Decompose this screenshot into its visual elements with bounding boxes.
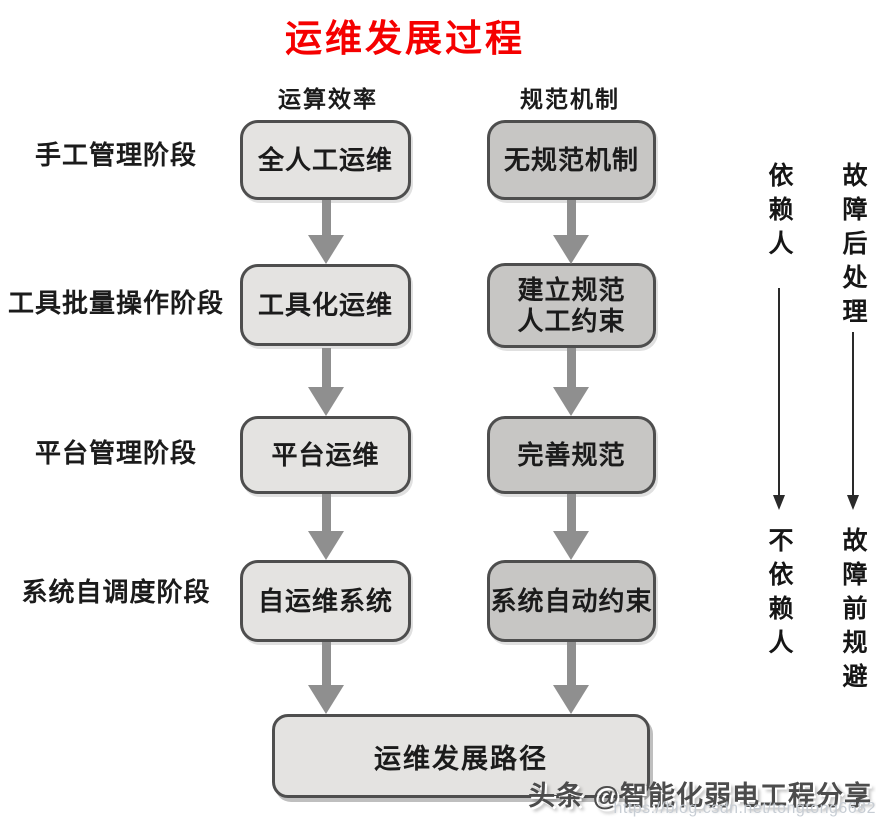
node-auto-constraint: 系统自动约束 (487, 560, 656, 642)
annotation-depends-on-people: 依赖人 (765, 162, 794, 264)
node-tooling-ops: 工具化运维 (240, 264, 411, 346)
diagram-title: 运维发展过程 (285, 18, 525, 59)
down-arrow-icon (553, 494, 589, 560)
annotation-pre-fault-avoidance: 故障前规避 (839, 527, 868, 697)
node-no-standard: 无规范机制 (487, 120, 656, 200)
thin-down-arrow-icon (772, 288, 786, 510)
down-arrow-icon (308, 348, 344, 416)
node-improve-standard: 完善规范 (487, 416, 656, 494)
node-ops-development-path: 运维发展路径 (272, 714, 650, 798)
column-header-efficiency: 运算效率 (278, 86, 378, 112)
node-self-ops-system: 自运维系统 (240, 560, 411, 642)
watermark-byline: 头条 @智能化弱电工程分享 (528, 781, 872, 811)
watermark-url: https://blog.csdn.net/tongtong6682 (613, 800, 876, 817)
node-full-manual-ops: 全人工运维 (240, 120, 411, 200)
stage-label-tool-batch: 工具批量操作阶段 (7, 288, 224, 318)
stage-label-self-scheduling: 系统自调度阶段 (21, 577, 211, 607)
down-arrow-icon (553, 348, 589, 416)
down-arrow-icon (308, 494, 344, 560)
down-arrow-icon (308, 200, 344, 264)
down-arrow-icon (553, 200, 589, 264)
node-build-standard: 建立规范 人工约束 (487, 263, 656, 348)
down-arrow-icon (553, 642, 589, 714)
stage-label-manual: 手工管理阶段 (34, 140, 197, 170)
down-arrow-icon (308, 642, 344, 714)
stage-label-platform: 平台管理阶段 (34, 438, 197, 468)
annotation-not-depend-on-people: 不依赖人 (765, 527, 794, 663)
node-platform-ops: 平台运维 (240, 416, 411, 494)
thin-down-arrow-icon (846, 332, 860, 510)
annotation-post-fault-handling: 故障后处理 (839, 162, 868, 332)
column-header-mechanism: 规范机制 (520, 86, 620, 112)
